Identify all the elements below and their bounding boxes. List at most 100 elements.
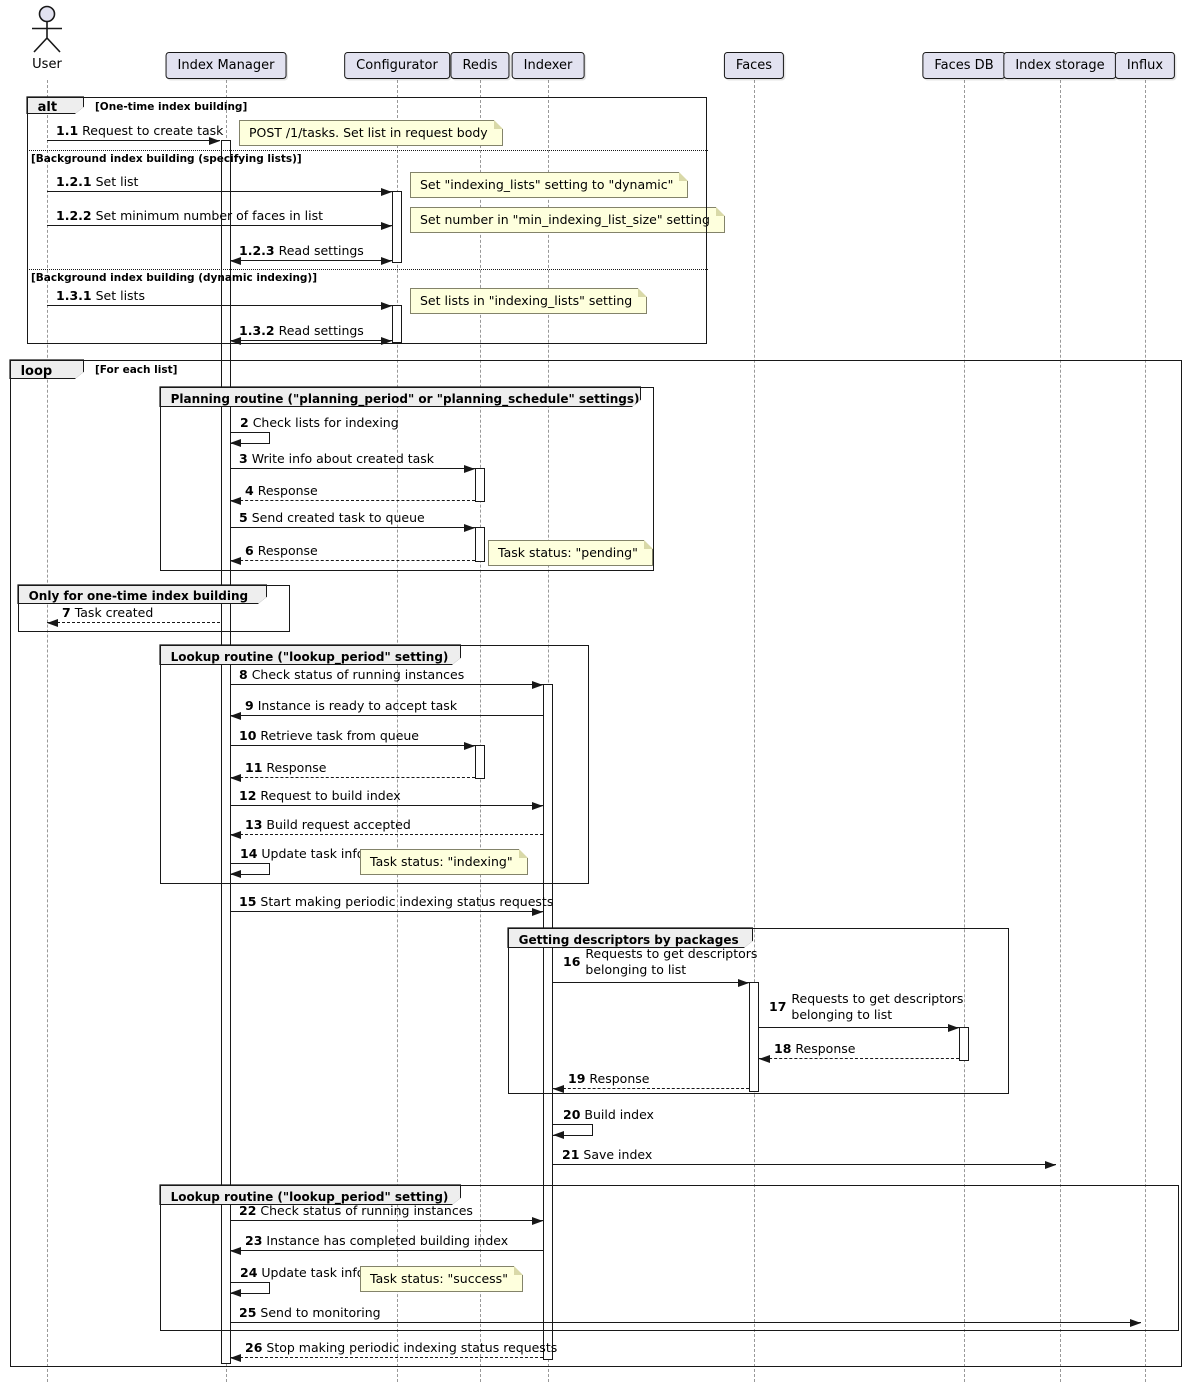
alt-block: alt: [26, 96, 707, 344]
message-number: 18: [774, 1041, 792, 1056]
message-line: [759, 1058, 959, 1059]
message-line: [47, 140, 220, 141]
message-text: Read settings: [278, 323, 364, 338]
message-number: 1.1: [56, 123, 79, 138]
note: Task status: "success": [360, 1266, 523, 1292]
group-title-text: Lookup routine ("lookup_period" setting): [170, 649, 449, 664]
message-line: [230, 1357, 543, 1358]
activation-bar: [221, 140, 231, 1364]
message-number: 15: [239, 894, 257, 909]
message-line: [553, 982, 749, 983]
message-text: Stop making periodic indexing status req…: [266, 1340, 558, 1355]
participant-box: Faces: [723, 52, 785, 79]
self-message-line: [269, 1282, 270, 1293]
message-line: [47, 191, 392, 192]
group-frame: Getting descriptors by packages: [507, 927, 1009, 1094]
message-line: [230, 500, 475, 501]
message-number: 11: [245, 760, 263, 775]
message-line: [47, 622, 220, 623]
arrowhead-right: [1130, 1318, 1141, 1327]
message-line: [230, 715, 543, 716]
message-text: Response: [266, 760, 327, 775]
message-line: [230, 777, 475, 778]
message-text: Set list: [95, 174, 139, 189]
lifeline: [479, 80, 481, 1382]
alt-divider-line: [27, 269, 708, 270]
group-title: Lookup routine ("lookup_period" setting): [160, 645, 461, 665]
note: Task status: "pending": [488, 540, 653, 566]
message-text: Retrieve task from queue: [260, 728, 419, 743]
message-number: 1.3.1: [56, 288, 92, 303]
participant-box: Index Manager: [165, 52, 287, 79]
group-title: Planning routine ("planning_period" or "…: [160, 387, 641, 407]
message-text: Send to monitoring: [260, 1305, 381, 1320]
message-text: Update task info: [261, 846, 365, 861]
arrowhead-right: [738, 978, 749, 987]
arrowhead-left: [553, 1131, 564, 1139]
message-number: 16: [563, 953, 581, 969]
arrowhead-left: [230, 711, 241, 720]
message-number: 1.2.2: [56, 208, 92, 223]
activation-bar: [392, 305, 402, 343]
lifeline: [396, 80, 398, 1382]
group-title-text: Planning routine ("planning_period" or "…: [170, 391, 640, 406]
message-number: 12: [239, 788, 257, 803]
group-title-tab: Only for one-time index building: [17, 584, 268, 605]
group-title: Only for one-time index building: [18, 585, 267, 604]
self-message-line: [230, 874, 270, 875]
group-title: Getting descriptors by packages: [508, 928, 753, 948]
message-text: Write info about created task: [251, 451, 435, 466]
arrowhead-right: [464, 741, 475, 750]
self-message-line: [553, 1135, 593, 1136]
message-text: Send created task to queue: [251, 510, 425, 525]
message-number: 20: [563, 1107, 581, 1122]
arrowhead-left: [47, 618, 58, 627]
message-number: 19: [568, 1071, 586, 1086]
arrowhead-right: [532, 907, 543, 916]
group-title-tab: alt: [26, 96, 85, 115]
message-line: [230, 468, 475, 469]
activation-bar: [475, 468, 485, 502]
message-text-line: belonging to list: [585, 961, 687, 977]
message-text: Instance is ready to accept task: [257, 698, 458, 713]
group-frame: Only for one-time index building: [17, 584, 290, 632]
message-number: 2: [240, 415, 249, 430]
message-number: 1.2.1: [56, 174, 92, 189]
message-line: [230, 260, 392, 261]
actor-figure: [25, 5, 69, 55]
loop-block: loop: [9, 359, 1182, 1367]
message-text-line: Requests to get descriptors: [791, 991, 964, 1006]
self-message-line: [230, 1293, 270, 1294]
self-message-line: [553, 1124, 593, 1125]
message-number: 23: [245, 1233, 263, 1248]
group-title-tab: Lookup routine ("lookup_period" setting): [159, 1184, 462, 1206]
group-title-text: Lookup routine ("lookup_period" setting): [170, 1189, 449, 1204]
arrowhead-left: [230, 496, 241, 505]
arrowhead-left: [230, 870, 241, 878]
self-message-line: [230, 443, 270, 444]
participant-box: Redis: [450, 52, 510, 79]
message-number: 22: [239, 1203, 257, 1218]
activation-bar: [959, 1027, 969, 1061]
activation-bar: [543, 684, 553, 1360]
arrowhead-left: [230, 1353, 241, 1362]
arrowhead-left: [230, 1289, 241, 1297]
message-number: 7: [62, 605, 71, 620]
group-title-tab: Planning routine ("planning_period" or "…: [159, 386, 642, 408]
group-title-text: Getting descriptors by packages: [518, 932, 739, 947]
message-text: Build request accepted: [266, 817, 411, 832]
message-line: [759, 1027, 959, 1028]
message-text: Read settings: [278, 243, 364, 258]
